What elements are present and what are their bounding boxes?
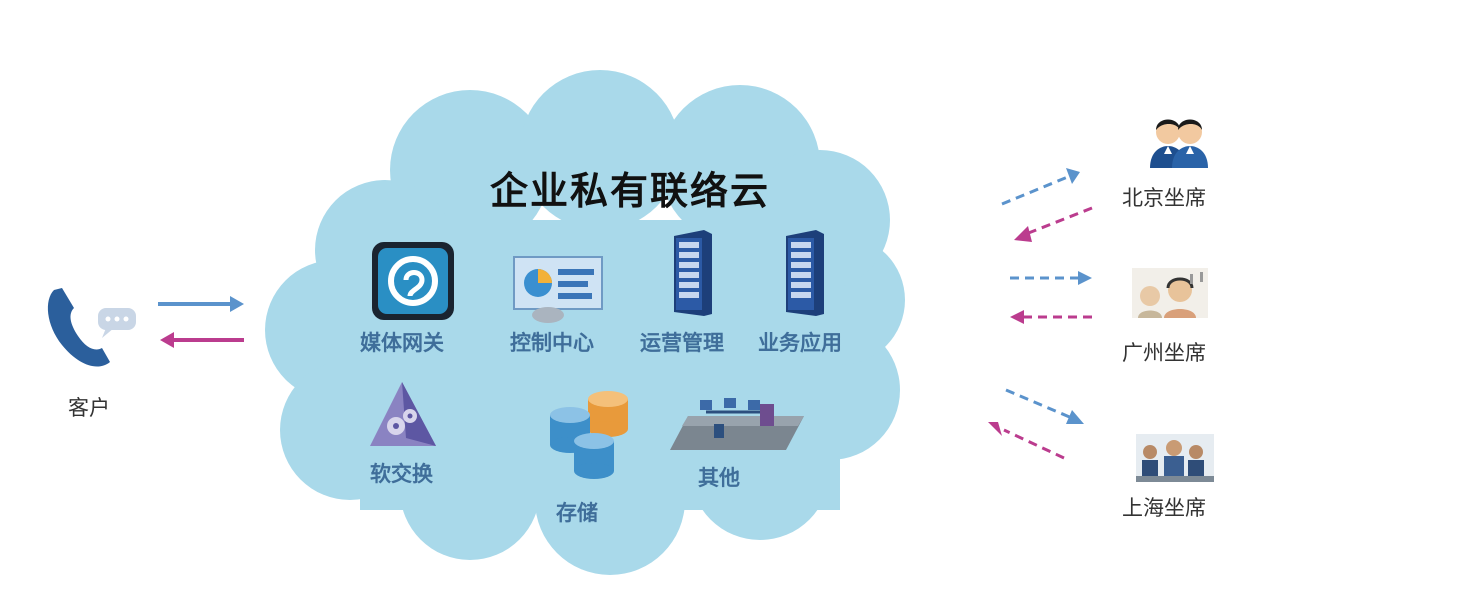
service-label-operations: 运营管理 [640,331,724,355]
customer-arrows [158,296,244,348]
agents-icon [1150,119,1208,168]
agent-label-beijing: 北京坐席 [1122,186,1206,210]
agent-label-shanghai: 上海坐席 [1122,496,1206,520]
network-icon [670,398,804,450]
customer-label: 客户 [68,396,110,420]
server-rack-icon [674,230,712,316]
service-label-media-gateway: 媒体网关 [360,331,444,355]
phone-icon [47,288,136,367]
agent-arrows [988,168,1093,460]
service-label-other: 其他 [698,466,740,490]
control-center-icon [513,256,603,323]
headset-agent-icon [1132,268,1208,318]
storage-icon [550,391,628,479]
service-label-business-app: 业务应用 [758,331,842,355]
agent-label-guangzhou: 广州坐席 [1122,341,1206,365]
media-gateway-icon [372,242,454,320]
cloud-title: 企业私有联络云 [489,168,770,213]
service-label-storage: 存储 [556,501,598,525]
call-center-icon [1136,434,1214,482]
server-rack-icon [786,230,824,316]
softswitch-icon [370,382,436,446]
service-label-control-center: 控制中心 [510,331,594,355]
service-label-softswitch: 软交换 [370,462,433,486]
